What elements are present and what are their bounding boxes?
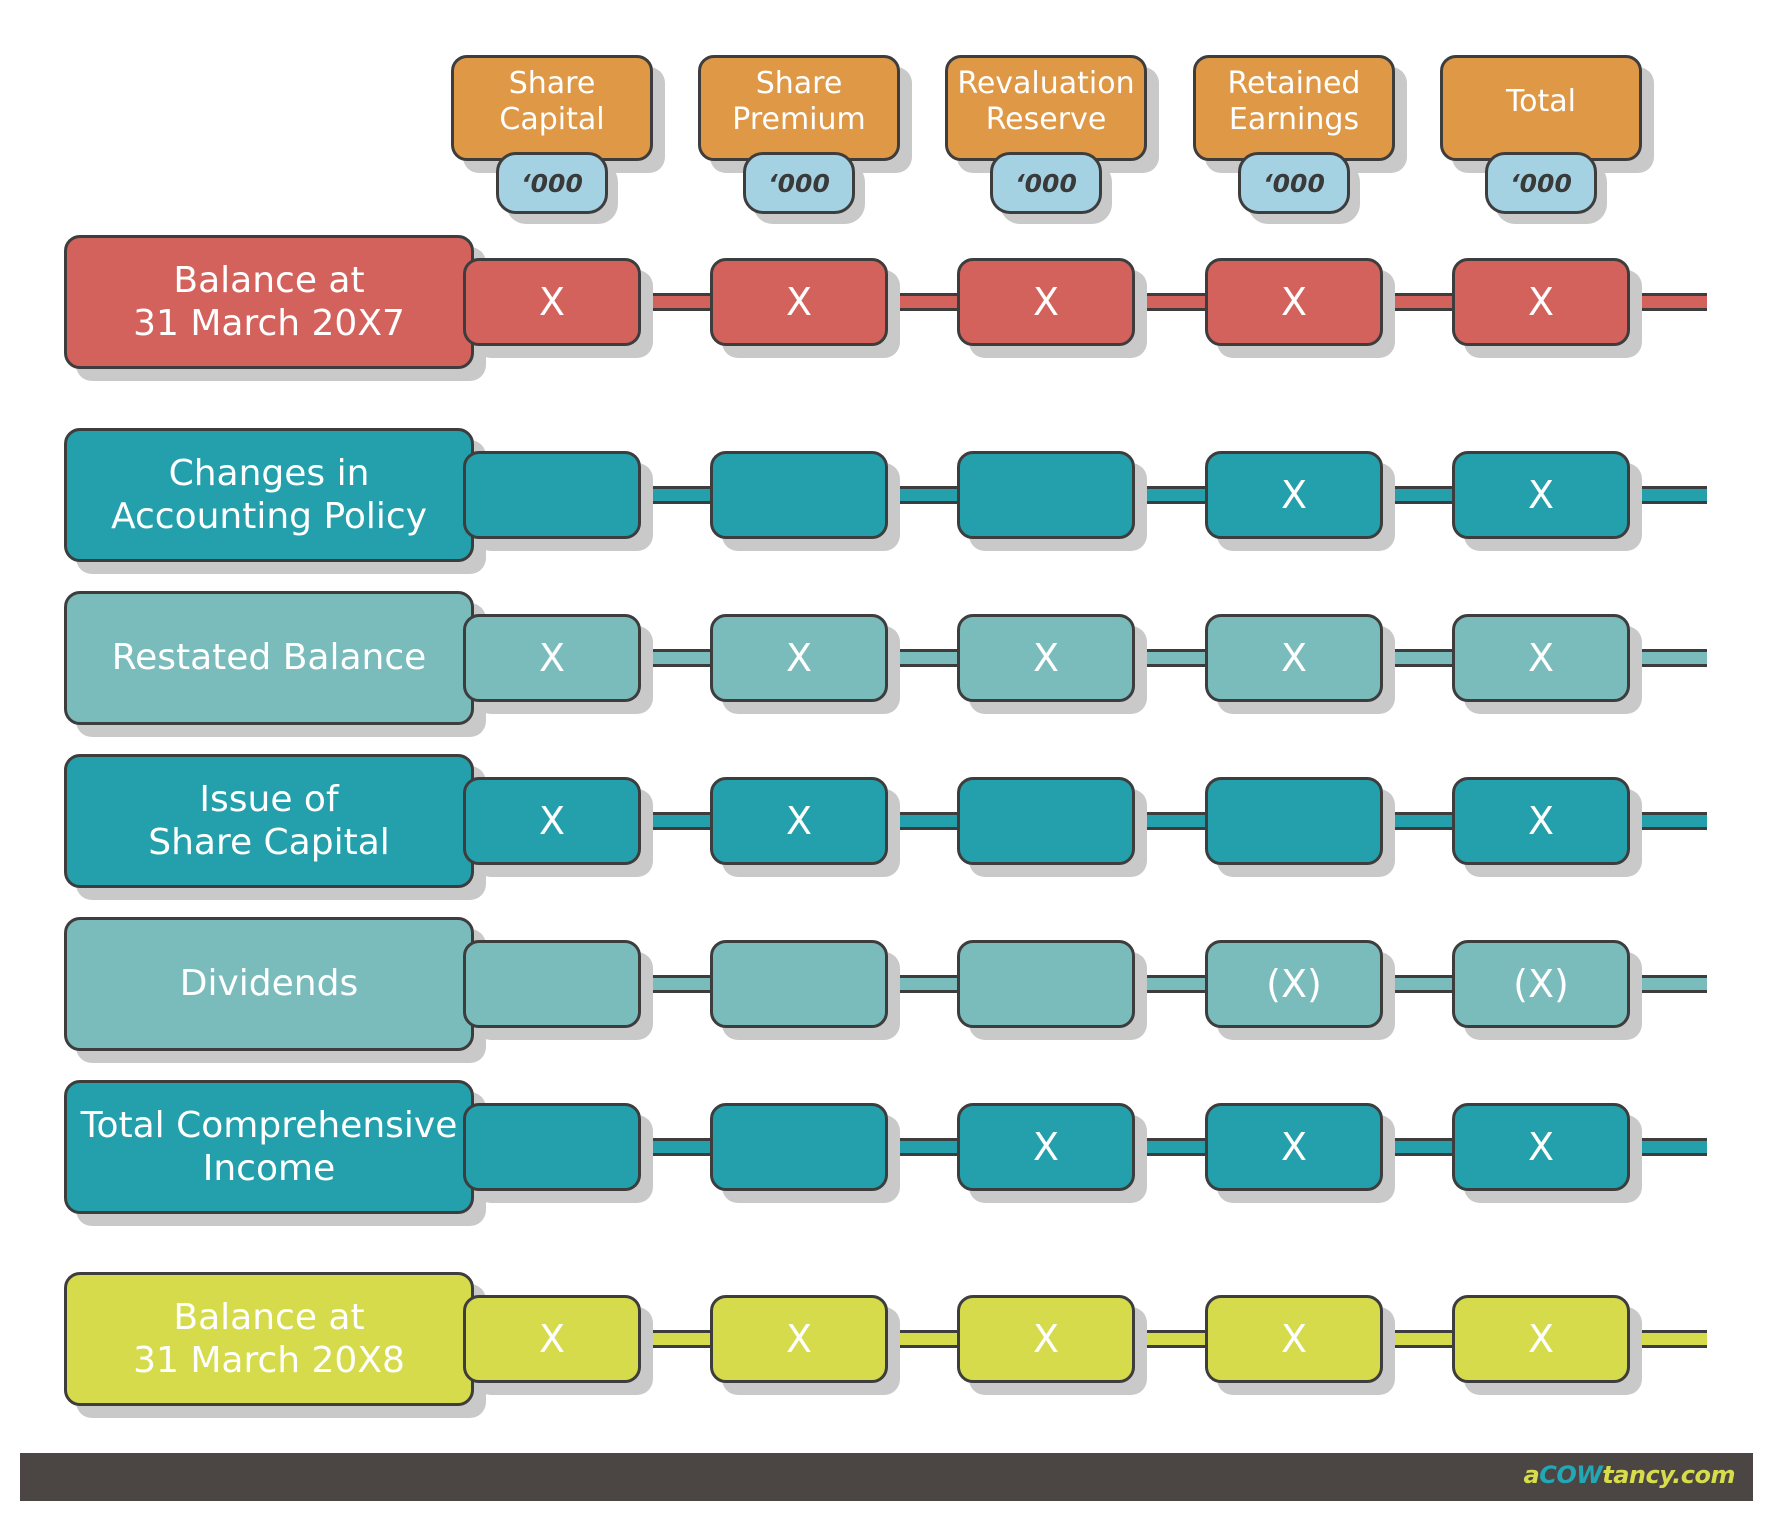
row-cell: X (1205, 1103, 1383, 1191)
footer-bar: aCOWtancy.com (20, 1453, 1753, 1501)
row-cell: X (1205, 258, 1383, 346)
row-cell: X (1452, 451, 1630, 539)
unit-badge-share-capital: ‘000 (496, 152, 608, 214)
row-cell: X (463, 1295, 641, 1383)
brand-prefix: a (1523, 1461, 1540, 1489)
row-cell (710, 1103, 888, 1191)
row-label: Changes in Accounting Policy (64, 428, 474, 562)
column-header-revaluation-reserve: Revaluation Reserve (945, 55, 1147, 161)
column-header-share-premium: Share Premium (698, 55, 900, 161)
row-cell: X (1205, 614, 1383, 702)
row-cell: X (1452, 614, 1630, 702)
brand-highlight: COW (1539, 1461, 1603, 1489)
unit-badge-revaluation-reserve: ‘000 (990, 152, 1102, 214)
row-label: Balance at 31 March 20X7 (64, 235, 474, 369)
column-header-total: Total (1440, 55, 1642, 161)
row-cell: X (1452, 777, 1630, 865)
row-cell (463, 940, 641, 1028)
row-cell (1205, 777, 1383, 865)
row-cell: X (710, 1295, 888, 1383)
row-label: Total Comprehensive Income (64, 1080, 474, 1214)
row-cell (710, 940, 888, 1028)
row-cell (957, 940, 1135, 1028)
brand-logo: aCOWtancy.com (1523, 1461, 1736, 1489)
row-cell (957, 777, 1135, 865)
row-cell: X (957, 614, 1135, 702)
row-cell (463, 451, 641, 539)
row-cell: X (1452, 1103, 1630, 1191)
row-cell: X (1452, 258, 1630, 346)
row-cell: X (463, 258, 641, 346)
row-cell: X (710, 777, 888, 865)
row-cell: X (957, 258, 1135, 346)
row-cell: X (957, 1295, 1135, 1383)
unit-badge-share-premium: ‘000 (743, 152, 855, 214)
row-cell: (X) (1205, 940, 1383, 1028)
row-cell: X (1205, 1295, 1383, 1383)
brand-suffix: tancy.com (1602, 1461, 1735, 1489)
row-cell: X (1205, 451, 1383, 539)
row-label: Issue of Share Capital (64, 754, 474, 888)
row-label: Restated Balance (64, 591, 474, 725)
row-cell: X (463, 614, 641, 702)
row-cell: X (710, 614, 888, 702)
row-label: Balance at 31 March 20X8 (64, 1272, 474, 1406)
unit-badge-total: ‘000 (1485, 152, 1597, 214)
column-header-retained-earnings: Retained Earnings (1193, 55, 1395, 161)
row-label: Dividends (64, 917, 474, 1051)
row-cell: X (710, 258, 888, 346)
row-cell: (X) (1452, 940, 1630, 1028)
row-cell: X (1452, 1295, 1630, 1383)
row-cell (463, 1103, 641, 1191)
row-cell: X (957, 1103, 1135, 1191)
row-cell (710, 451, 888, 539)
column-header-share-capital: Share Capital (451, 55, 653, 161)
row-cell (957, 451, 1135, 539)
row-cell: X (463, 777, 641, 865)
unit-badge-retained-earnings: ‘000 (1238, 152, 1350, 214)
